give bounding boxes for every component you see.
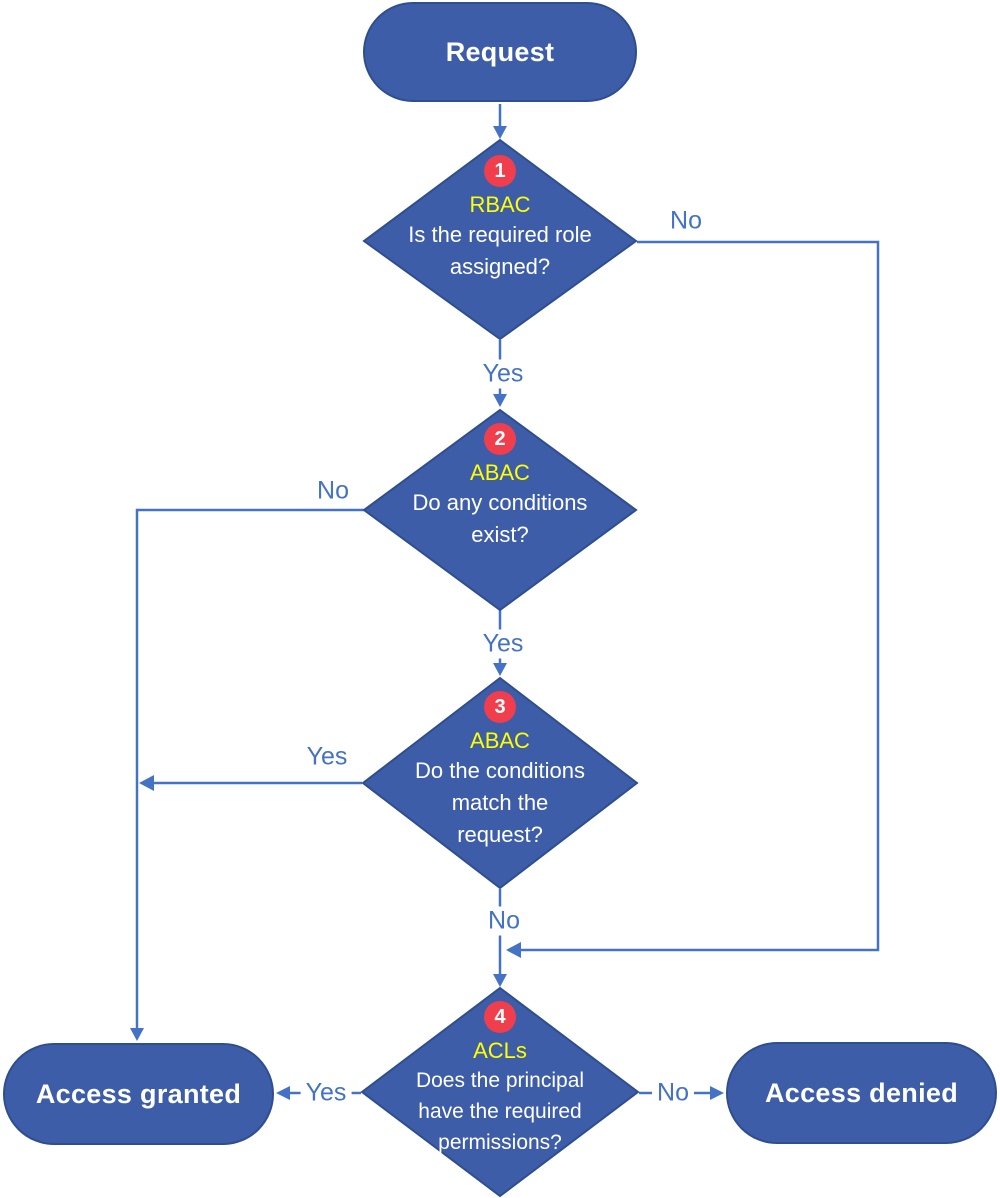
- edge-label-d2-no: No: [312, 476, 354, 506]
- diamond-abac-exist-tag: ABAC: [470, 460, 530, 485]
- arrowhead-icon: [139, 775, 154, 791]
- arrowhead-icon: [493, 394, 507, 407]
- diamond-abac-match-question: match the: [451, 790, 549, 815]
- diamond-rbac-content: 1 RBAC Is the required role assigned?: [350, 155, 650, 283]
- node-access-denied-label: Access denied: [765, 1077, 958, 1108]
- diamond-abac-match-tag: ABAC: [470, 728, 530, 753]
- edge-label-d3-yes: Yes: [301, 742, 353, 772]
- diamond-rbac: [362, 138, 638, 341]
- diamond-rbac-tag: RBAC: [469, 192, 531, 217]
- edge-d2-no-rail: [135, 508, 364, 1030]
- diamond-abac-match-question: request?: [457, 822, 543, 847]
- diamond-abac-match-question: Do the conditions: [415, 758, 585, 783]
- edge-label-d4-no: No: [652, 1078, 694, 1108]
- node-access-granted-label: Access granted: [35, 1078, 242, 1109]
- diamond-abac-match-content: 3 ABAC Do the conditions match the reque…: [350, 691, 650, 851]
- diamond-rbac-question: Is the required role: [408, 222, 592, 247]
- edge-label-d1-yes: Yes: [477, 359, 529, 389]
- arrowhead-icon: [506, 942, 521, 958]
- diamond-acls-question: have the required: [418, 1100, 582, 1123]
- node-access-denied: Access denied: [726, 1042, 997, 1144]
- step-badge-1: 1: [484, 155, 516, 187]
- step-badge-3: 3: [484, 691, 516, 723]
- diamond-acls-tag: ACLs: [473, 1038, 527, 1063]
- step-badge-4: 4: [484, 1001, 516, 1033]
- arrowhead-icon: [130, 1028, 144, 1041]
- arrowhead-icon: [276, 1086, 290, 1100]
- diamond-acls: [360, 986, 640, 1198]
- arrowhead-icon: [493, 663, 507, 676]
- edge-label-d1-no: No: [665, 206, 707, 236]
- diamond-abac-exist-content: 2 ABAC Do any conditions exist?: [350, 423, 650, 551]
- arrowhead-icon: [493, 126, 507, 139]
- diamond-acls-content: 4 ACLs Does the principal have the requi…: [350, 1001, 650, 1158]
- arrowhead-icon: [710, 1086, 724, 1100]
- node-request: Request: [363, 2, 637, 102]
- diamond-rbac-question: assigned?: [449, 254, 551, 279]
- node-access-granted: Access granted: [3, 1043, 274, 1145]
- edge-label-d4-yes: Yes: [300, 1078, 352, 1108]
- edge-label-d2-yes: Yes: [477, 629, 529, 659]
- node-request-label: Request: [445, 36, 555, 67]
- diamond-acls-question: Does the principal: [415, 1069, 585, 1092]
- edge-d1-no-rail: [520, 240, 880, 952]
- diamond-abac-exist-question: exist?: [471, 522, 529, 547]
- diamond-abac-exist: [362, 408, 638, 612]
- arrowhead-icon: [493, 974, 507, 987]
- diamond-abac-exist-question: Do any conditions: [412, 490, 588, 515]
- step-badge-2: 2: [484, 423, 516, 455]
- edge-label-d3-no: No: [483, 906, 525, 936]
- diamond-acls-question: permissions?: [438, 1131, 562, 1154]
- diamond-abac-match: [361, 676, 639, 890]
